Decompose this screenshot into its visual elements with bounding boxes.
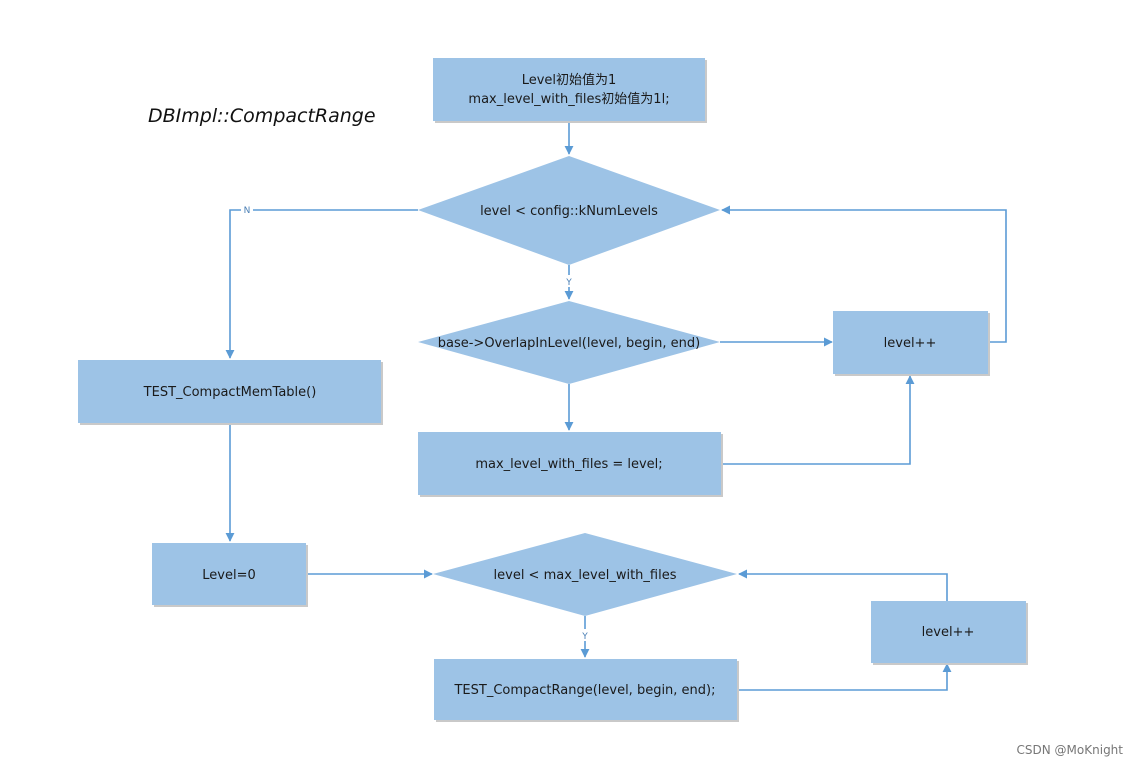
node-cond-overlap: base->OverlapInLevel(level, begin, end): [418, 301, 720, 384]
edge-label-no-bg: [241, 204, 253, 216]
node-incr-bottom: level++: [871, 601, 1028, 665]
node-init-line-1: Level初始值为1: [522, 72, 617, 88]
node-reset-level-label: Level=0: [202, 568, 255, 583]
node-init-line-2: max_level_with_files初始值为1l;: [468, 91, 669, 107]
watermark: CSDN @MoKnight: [1017, 743, 1124, 757]
diagram-title: DBImpl::CompactRange: [148, 105, 376, 127]
node-compact-memtable-label: TEST_CompactMemTable(): [143, 385, 317, 400]
edges: [225, 121, 1007, 691]
node-reset-level: Level=0: [152, 543, 308, 607]
node-compact-range: TEST_CompactRange(level, begin, end);: [434, 659, 739, 722]
edge-incr-top-loop: [721, 205, 1007, 343]
node-set-max: max_level_with_files = level;: [418, 432, 723, 497]
node-incr-top-label: level++: [884, 336, 937, 351]
edge-range-to-incr: [737, 663, 952, 691]
node-cond-overlap-label: base->OverlapInLevel(level, begin, end): [438, 336, 701, 351]
edge-label-yes-bottom: Y: [581, 632, 588, 642]
node-compact-memtable: TEST_CompactMemTable(): [78, 360, 383, 425]
node-cond-max-label: level < max_level_with_files: [494, 568, 677, 583]
edge-label-yes-bottom-bg: [579, 629, 591, 641]
node-cond-level: level < config::kNumLevels: [418, 156, 720, 265]
node-init: Level初始值为1 max_level_with_files初始值为1l;: [433, 58, 707, 123]
node-incr-top: level++: [833, 311, 990, 376]
node-cond-level-label: level < config::kNumLevels: [480, 204, 658, 219]
edge-set-max-to-incr: [721, 375, 915, 465]
edge-incr-bottom-loop: [738, 569, 948, 601]
edge-cond-level-no: [225, 209, 418, 359]
node-cond-max: level < max_level_with_files: [433, 533, 737, 616]
edge-label-yes-top-bg: [563, 275, 575, 287]
node-set-max-label: max_level_with_files = level;: [475, 457, 662, 472]
edge-label-no: N: [244, 206, 251, 216]
node-compact-range-label: TEST_CompactRange(level, begin, end);: [453, 683, 715, 698]
node-incr-bottom-label: level++: [922, 625, 975, 640]
edge-label-yes-top: Y: [565, 278, 572, 288]
